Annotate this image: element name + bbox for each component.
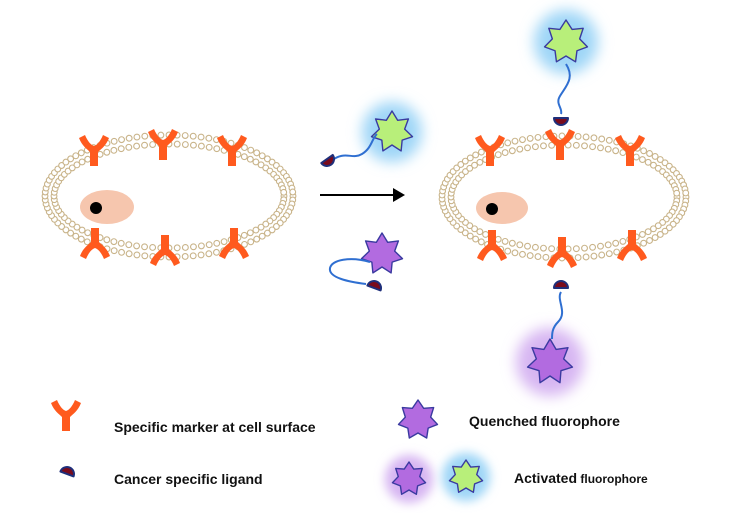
legend-activated-purple-star-icon xyxy=(391,461,427,496)
marker-icon xyxy=(80,228,110,259)
activated-probe-bound-bottom xyxy=(516,280,584,396)
marker-icon xyxy=(477,230,507,261)
fluorophore-star-icon xyxy=(360,232,404,274)
legend-marker-label: Specific marker at cell surface xyxy=(114,419,316,435)
nucleolus-left xyxy=(90,202,102,214)
ligand-icon xyxy=(366,280,382,292)
legend-activated-label-bold: Activated xyxy=(514,470,578,486)
membrane-left xyxy=(41,131,297,261)
cell-left xyxy=(41,129,297,266)
marker-icon xyxy=(545,129,575,160)
marker-icon xyxy=(150,235,180,266)
marker-icon xyxy=(79,135,109,166)
fluorophore-star-icon xyxy=(526,338,574,384)
marker-icon xyxy=(475,135,505,166)
marker-icon xyxy=(615,135,645,166)
marker-group-right xyxy=(475,129,647,268)
legend-quenched-star-icon xyxy=(397,399,439,439)
legend-ligand-label: Cancer specific ligand xyxy=(114,471,263,487)
legend xyxy=(51,399,490,503)
legend-activated-label: Activated fluorophore xyxy=(514,470,648,486)
cell-right xyxy=(438,10,690,396)
fluorophore-star-icon xyxy=(370,110,414,152)
free-probes xyxy=(320,102,422,292)
legend-ligand-icon xyxy=(59,466,75,478)
activated-probe-bound-top xyxy=(534,10,598,126)
legend-activated-label-small: fluorophore xyxy=(577,472,648,486)
linker-line xyxy=(557,63,571,115)
ligand-icon xyxy=(320,153,335,167)
marker-group-left xyxy=(79,129,249,266)
marker-icon xyxy=(217,135,247,166)
quenched-probe-free xyxy=(328,232,404,292)
legend-marker-icon xyxy=(51,400,81,431)
legend-activated-green-star-icon xyxy=(448,459,484,494)
ligand-icon xyxy=(553,117,569,126)
marker-icon xyxy=(617,230,647,261)
nucleolus-right xyxy=(486,203,498,215)
linker-line xyxy=(551,291,564,340)
fluorophore-star-icon xyxy=(543,19,589,63)
linker-line xyxy=(328,258,371,285)
nucleus-left xyxy=(80,190,134,224)
marker-icon xyxy=(148,129,178,160)
nucleus-right xyxy=(476,192,528,224)
ligand-icon xyxy=(553,280,569,289)
marker-icon xyxy=(547,237,577,268)
reaction-arrow xyxy=(320,188,405,202)
legend-quenched-label: Quenched fluorophore xyxy=(469,413,620,429)
marker-icon xyxy=(219,228,249,259)
linker-line xyxy=(330,133,378,162)
activated-probe-free xyxy=(320,102,422,167)
